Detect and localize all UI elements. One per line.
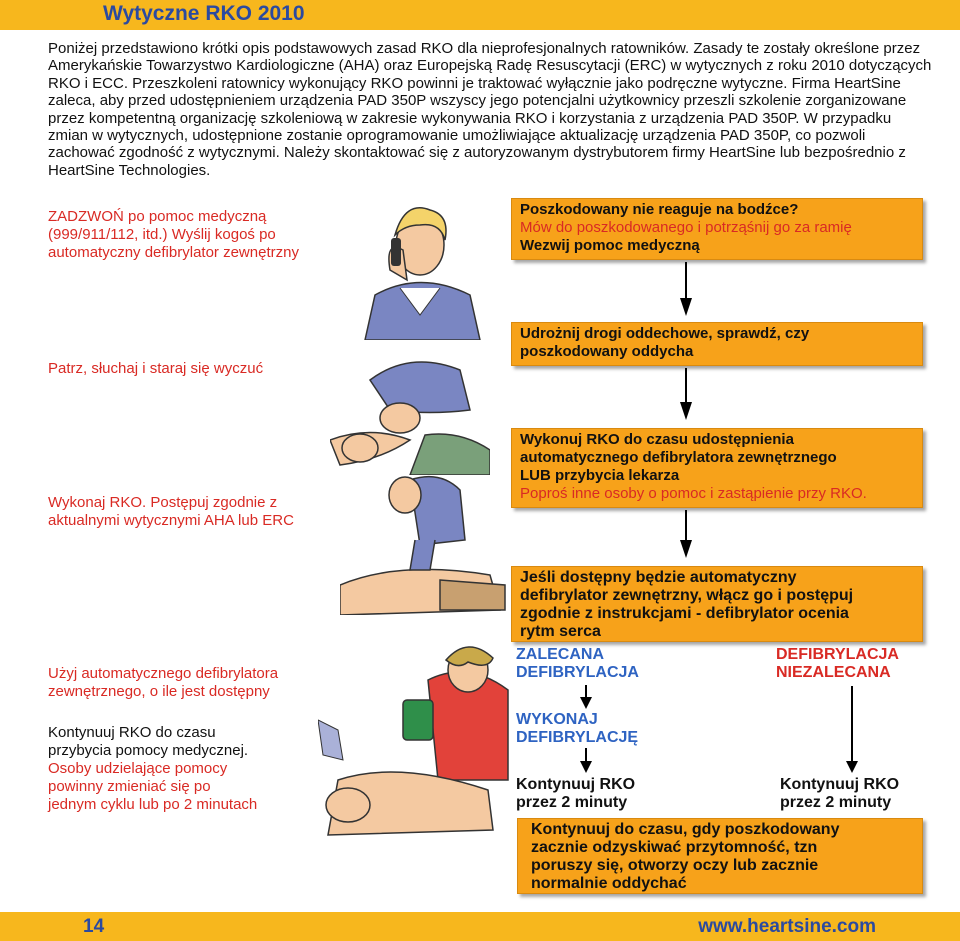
website-link[interactable]: www.heartsine.com — [698, 916, 876, 938]
footer-bar: 14 www.heartsine.com — [0, 912, 960, 941]
arrowhead-2 — [680, 402, 692, 420]
arrowhead-5 — [580, 761, 592, 773]
arrowhead-6 — [846, 761, 858, 773]
arrowhead-3 — [680, 540, 692, 558]
arrowhead-1 — [680, 298, 692, 316]
page-number: 14 — [83, 916, 104, 938]
arrowhead-4 — [580, 697, 592, 709]
